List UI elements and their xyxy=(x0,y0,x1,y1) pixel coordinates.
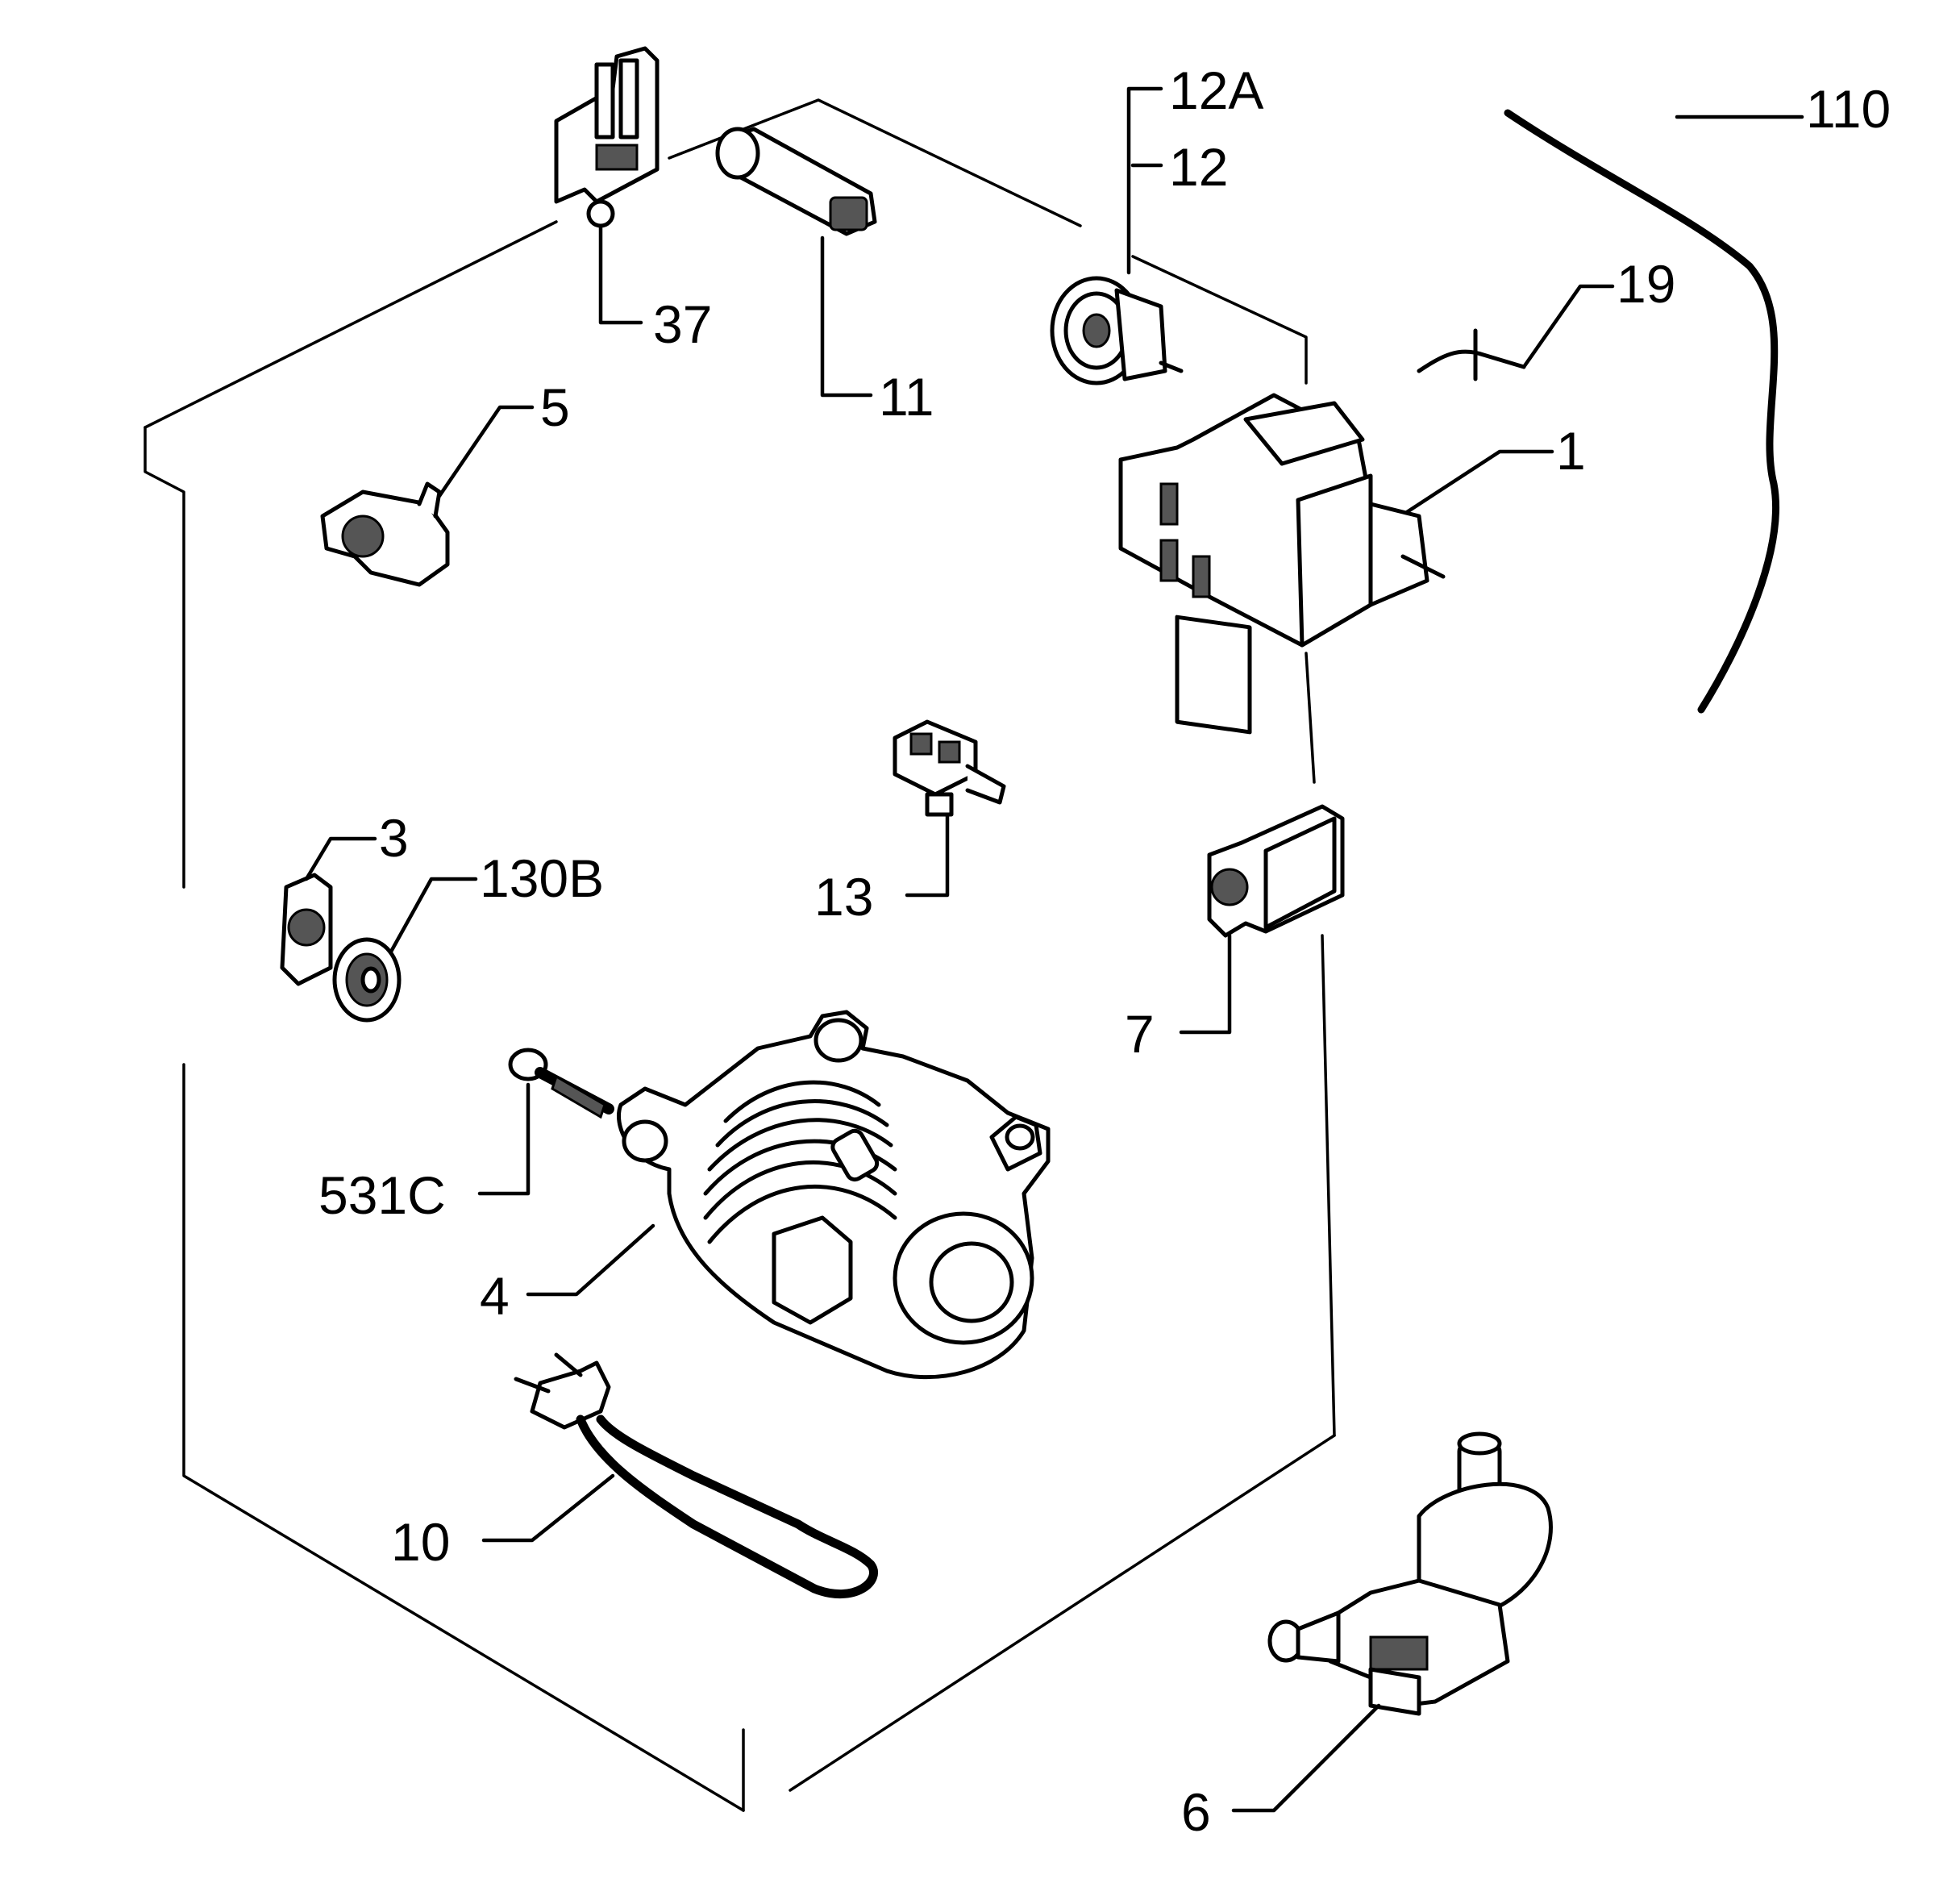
leader-12a xyxy=(1126,86,1163,275)
label-3: 3 xyxy=(379,808,409,868)
leader-5 xyxy=(437,405,535,498)
leader-4 xyxy=(526,1223,655,1297)
part-3-thermostat[interactable] xyxy=(280,873,333,986)
label-5: 5 xyxy=(540,377,570,437)
label-10: 10 xyxy=(391,1512,450,1572)
label-11: 11 xyxy=(879,367,934,427)
part-labels: 12A 12 110 19 1 37 11 5 13 3 130B 7 531C… xyxy=(318,60,1891,1842)
label-13: 13 xyxy=(814,867,873,927)
part-531c-bolt[interactable] xyxy=(508,1048,614,1119)
leader-3 xyxy=(304,836,377,881)
cabinet-outline xyxy=(144,98,1336,1812)
label-12: 12 xyxy=(1169,137,1228,197)
part-4-motor[interactable] xyxy=(617,1010,1051,1380)
leader-37 xyxy=(598,223,643,325)
leader-10 xyxy=(481,1473,615,1543)
label-37: 37 xyxy=(653,294,712,354)
part-12-pressure-switch[interactable] xyxy=(1050,276,1184,385)
part-110-cable[interactable] xyxy=(1504,109,1780,714)
label-531c: 531C xyxy=(318,1165,446,1225)
label-19: 19 xyxy=(1617,254,1675,314)
leader-19 xyxy=(1521,284,1615,369)
leader-6 xyxy=(1231,1703,1381,1813)
leader-1 xyxy=(1404,449,1554,515)
label-110: 110 xyxy=(1806,79,1891,139)
label-7: 7 xyxy=(1125,1004,1155,1064)
leader-lines xyxy=(304,86,1804,1813)
part-37-connector-block[interactable] xyxy=(554,46,660,228)
part-1-door-lock[interactable] xyxy=(1118,393,1446,735)
leader-13 xyxy=(905,812,950,898)
part-7-filter[interactable] xyxy=(1207,804,1345,938)
label-12a: 12A xyxy=(1169,60,1263,120)
part-11-capacitor[interactable] xyxy=(715,127,877,236)
part-19-spring-clip[interactable] xyxy=(1417,328,1526,381)
leader-7 xyxy=(1179,933,1232,1035)
label-1: 1 xyxy=(1556,421,1586,481)
label-130b: 130B xyxy=(480,848,604,908)
part-130b-grommet[interactable] xyxy=(332,937,402,1023)
leader-11 xyxy=(820,235,873,398)
part-6-drain-pump[interactable] xyxy=(1267,1431,1553,1716)
label-6: 6 xyxy=(1181,1782,1211,1842)
part-10-heating-element[interactable] xyxy=(514,1352,878,1599)
leader-531c xyxy=(477,1082,531,1196)
part-13-connector[interactable] xyxy=(893,719,1006,817)
leader-130b xyxy=(389,877,478,954)
part-5-sensor[interactable] xyxy=(320,481,450,587)
label-4: 4 xyxy=(480,1266,510,1326)
